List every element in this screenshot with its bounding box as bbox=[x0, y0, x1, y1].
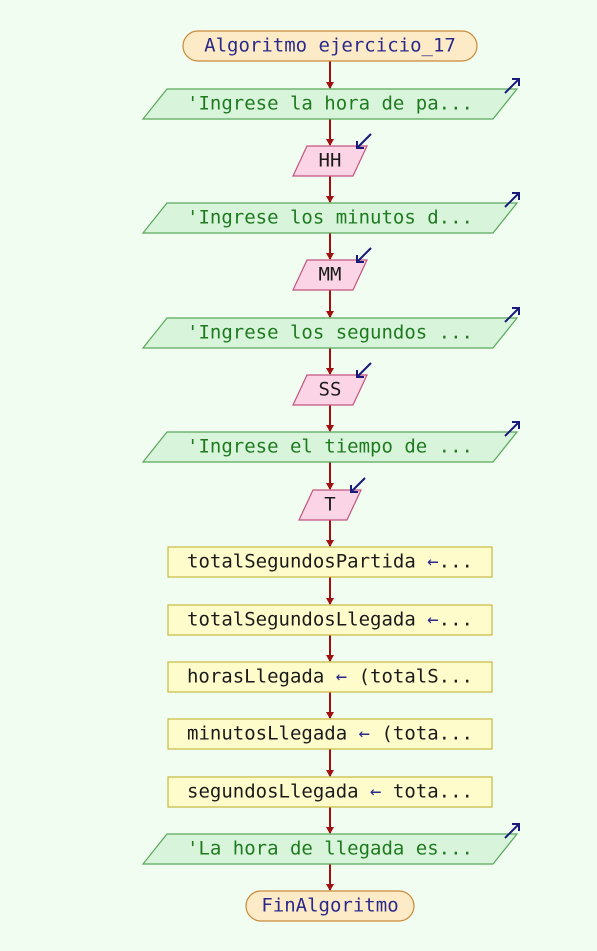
process-label: totalSegundosLlegada ←... bbox=[187, 608, 473, 631]
assign-arrow-icon: ← bbox=[358, 722, 371, 745]
process-expr: ... bbox=[438, 550, 473, 573]
process-var: horasLlegada bbox=[186, 665, 336, 688]
assign-arrow-icon: ← bbox=[370, 780, 382, 803]
connector-arrowhead bbox=[326, 139, 334, 146]
output-arrow-icon bbox=[504, 307, 520, 323]
output-parallelogram bbox=[141, 431, 519, 463]
connector-arrowhead bbox=[326, 827, 334, 834]
output-label: 'Ingrese la hora de pa... bbox=[187, 92, 473, 115]
input-parallelogram bbox=[298, 489, 362, 521]
input-label: T bbox=[324, 493, 336, 516]
input-arrowhead-icon bbox=[356, 255, 364, 263]
output-arrowhead-icon bbox=[512, 421, 520, 429]
output-arrowhead-icon bbox=[512, 78, 520, 86]
input-arrowhead-icon bbox=[356, 141, 364, 149]
process-label: minutosLlegada ← (tota... bbox=[187, 722, 473, 745]
output-label: 'Ingrese los segundos ... bbox=[187, 321, 473, 344]
process-expr: tota... bbox=[381, 780, 473, 803]
assign-arrow-icon: ← bbox=[427, 608, 439, 631]
connector-arrowhead bbox=[326, 425, 334, 432]
output-arrowhead-icon bbox=[512, 307, 520, 315]
process-box bbox=[167, 604, 493, 636]
input-parallelogram bbox=[292, 145, 368, 177]
process-box bbox=[167, 776, 493, 808]
output-arrowhead-icon bbox=[512, 192, 520, 200]
process-box bbox=[167, 718, 493, 750]
process-label: totalSegundosPartida ←... bbox=[187, 550, 473, 573]
output-label: 'La hora de llegada es... bbox=[187, 837, 473, 860]
process-box bbox=[167, 546, 493, 578]
input-parallelogram bbox=[292, 374, 368, 406]
input-arrowhead-icon bbox=[350, 485, 358, 493]
output-arrowhead-icon bbox=[512, 823, 520, 831]
output-parallelogram bbox=[141, 317, 519, 349]
connector-arrowhead bbox=[326, 483, 334, 490]
connector-arrowhead bbox=[326, 540, 334, 547]
output-label: 'Ingrese el tiempo de ... bbox=[187, 435, 473, 458]
process-label: horasLlegada ← (totalS... bbox=[186, 665, 474, 688]
process-var: minutosLlegada bbox=[187, 722, 359, 745]
connector-arrowhead bbox=[326, 770, 334, 777]
process-box bbox=[167, 661, 493, 693]
connector-arrowhead bbox=[326, 884, 334, 891]
process-var: totalSegundosPartida bbox=[187, 550, 428, 573]
connector-arrowhead bbox=[326, 311, 334, 318]
output-arrow-icon bbox=[504, 192, 520, 208]
input-label: MM bbox=[318, 263, 342, 286]
input-arrow-icon bbox=[356, 362, 372, 378]
input-arrowhead-icon bbox=[356, 370, 364, 378]
process-label: segundosLlegada ← tota... bbox=[187, 780, 473, 803]
assign-arrow-icon: ← bbox=[427, 550, 439, 573]
output-arrow-icon bbox=[504, 421, 520, 437]
input-arrow-icon bbox=[350, 477, 366, 493]
connector-arrowhead bbox=[326, 655, 334, 662]
output-parallelogram bbox=[141, 202, 519, 234]
process-expr: (totalS... bbox=[347, 665, 474, 688]
end-terminal-label: FinAlgoritmo bbox=[261, 894, 399, 917]
input-arrow-icon bbox=[356, 133, 372, 149]
connector-arrowhead bbox=[326, 196, 334, 203]
output-parallelogram bbox=[141, 833, 519, 865]
output-parallelogram bbox=[141, 88, 519, 120]
output-arrow-icon bbox=[504, 823, 520, 839]
connector-arrowhead bbox=[326, 82, 334, 89]
process-expr: ... bbox=[438, 608, 473, 631]
output-label: 'Ingrese los minutos d... bbox=[187, 206, 473, 229]
connector-arrowhead bbox=[326, 712, 334, 719]
connector-arrowhead bbox=[326, 368, 334, 375]
start-terminal bbox=[182, 30, 478, 62]
connector-arrowhead bbox=[326, 253, 334, 260]
input-label: HH bbox=[318, 149, 342, 172]
start-terminal-label: Algoritmo ejercicio_17 bbox=[204, 34, 456, 57]
input-parallelogram bbox=[292, 259, 368, 291]
input-label: SS bbox=[318, 378, 342, 401]
process-var: totalSegundosLlegada bbox=[187, 608, 428, 631]
input-arrow-icon bbox=[356, 247, 372, 263]
process-var: segundosLlegada bbox=[187, 780, 371, 803]
output-arrow-icon bbox=[504, 78, 520, 94]
assign-arrow-icon: ← bbox=[335, 665, 348, 688]
connector-arrowhead bbox=[326, 598, 334, 605]
end-terminal bbox=[245, 890, 415, 922]
process-expr: (tota... bbox=[370, 722, 473, 745]
